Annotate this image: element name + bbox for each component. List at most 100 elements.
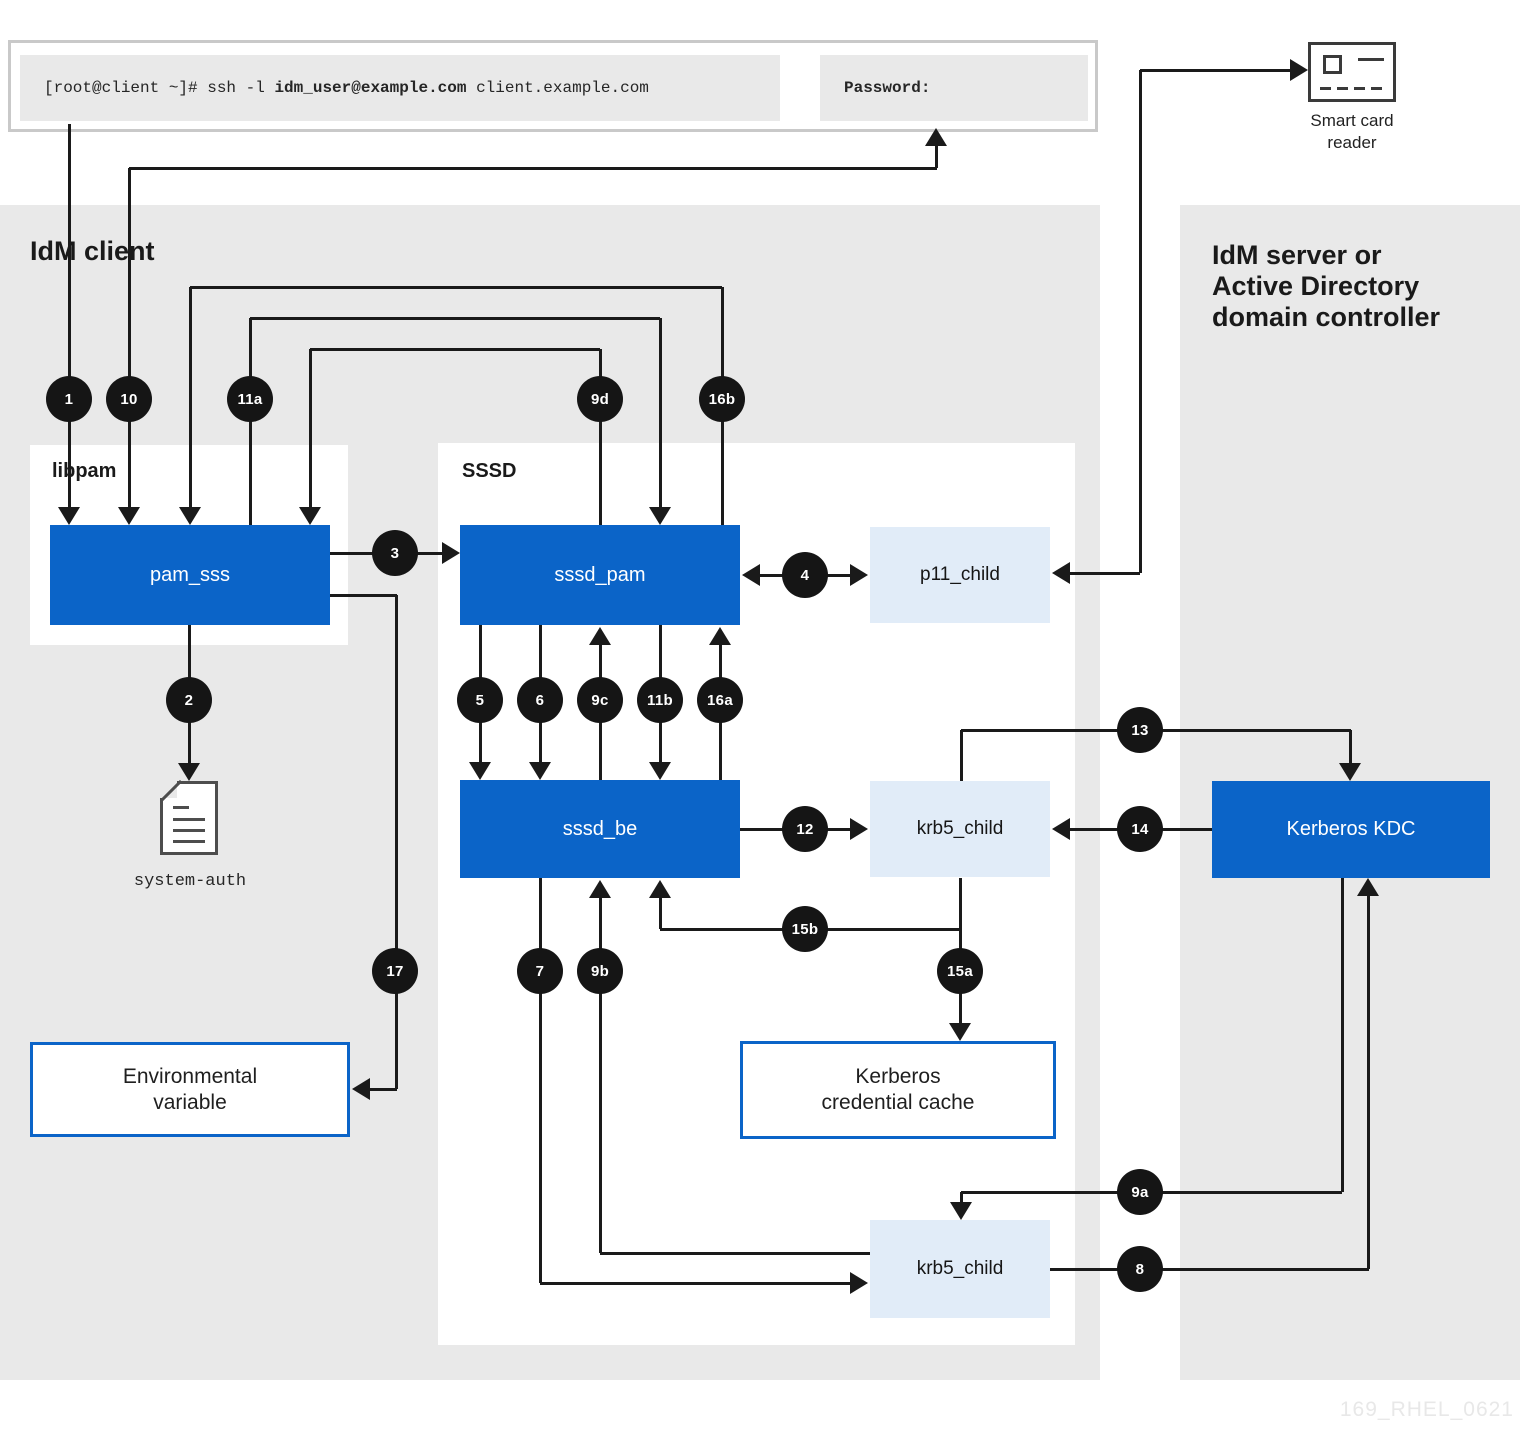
terminal-command: [root@client ~]# ssh -l idm_user@example…: [20, 79, 649, 97]
step-badge-14: 14: [1117, 806, 1163, 852]
arrowhead-icon: [709, 627, 731, 645]
connector-line: [1050, 1268, 1369, 1271]
step-badge-2: 2: [166, 677, 212, 723]
arrowhead-icon: [589, 880, 611, 898]
arrowhead-icon: [1339, 763, 1361, 781]
arrowhead-icon: [589, 627, 611, 645]
step-badge-9a: 9a: [1117, 1169, 1163, 1215]
arrowhead-icon: [1357, 878, 1379, 896]
connector-line: [330, 594, 397, 597]
step-badge-9b: 9b: [577, 948, 623, 994]
connector-line: [310, 348, 600, 351]
arrowhead-icon: [649, 507, 671, 525]
card-slot-icon: [1358, 58, 1384, 61]
doc-text-line: [173, 840, 205, 843]
connector-line: [250, 317, 660, 320]
node-environmental-variable: Environmental variable: [30, 1042, 350, 1137]
arrowhead-icon: [1052, 562, 1070, 584]
node-sssd-be: sssd_be: [460, 780, 740, 878]
connector-line: [600, 1252, 870, 1255]
arrowhead-icon: [649, 880, 671, 898]
node-p11-child: p11_child: [870, 527, 1050, 623]
connector-line: [190, 286, 722, 289]
step-badge-9d: 9d: [577, 376, 623, 422]
connector-line: [599, 898, 602, 1253]
idm-client-title: IdM client: [30, 236, 155, 266]
connector-line: [935, 146, 938, 168]
sssd-group-label: SSSD: [462, 460, 517, 482]
step-badge-16a: 16a: [697, 677, 743, 723]
arrowhead-icon: [925, 128, 947, 146]
connector-line: [1341, 878, 1344, 1192]
step-badge-3: 3: [372, 530, 418, 576]
arrowhead-icon: [742, 564, 760, 586]
arrowhead-icon: [118, 507, 140, 525]
arrowhead-icon: [649, 762, 671, 780]
password-label: Password:: [844, 79, 931, 97]
connector-line: [599, 349, 602, 525]
node-krb5-child-lower: krb5_child: [870, 1220, 1050, 1318]
connector-line: [1139, 70, 1142, 573]
card-chip-icon: [1323, 55, 1342, 74]
arrowhead-icon: [1290, 59, 1308, 81]
arrowhead-icon: [299, 507, 321, 525]
node-pam-sss: pam_sss: [50, 525, 330, 625]
system-auth-label: system-auth: [133, 872, 247, 891]
command-user: idm_user@example.com: [274, 79, 467, 97]
arrowhead-icon: [950, 1202, 972, 1220]
step-badge-1: 1: [46, 376, 92, 422]
terminal-command-box: [root@client ~]# ssh -l idm_user@example…: [20, 55, 780, 121]
card-dash-icon: [1320, 87, 1331, 90]
arrowhead-icon: [1052, 818, 1070, 840]
step-badge-13: 13: [1117, 707, 1163, 753]
doc-text-line: [173, 806, 189, 809]
step-badge-4: 4: [782, 552, 828, 598]
arrowhead-icon: [352, 1078, 370, 1100]
connector-line: [539, 878, 542, 1283]
arrowhead-icon: [850, 818, 868, 840]
arrowhead-icon: [529, 762, 551, 780]
arrowhead-icon: [58, 507, 80, 525]
step-badge-10: 10: [106, 376, 152, 422]
step-badge-9c: 9c: [577, 677, 623, 723]
connector-line: [189, 287, 192, 507]
step-badge-5: 5: [457, 677, 503, 723]
connector-line: [129, 167, 937, 170]
figure-id-watermark: 169_RHEL_0621: [1339, 1398, 1514, 1421]
connector-line: [128, 168, 131, 507]
step-badge-7: 7: [517, 948, 563, 994]
arrowhead-icon: [179, 507, 201, 525]
connector-line: [1367, 896, 1370, 1269]
doc-text-line: [173, 818, 205, 821]
command-suffix: client.example.com: [466, 79, 649, 97]
node-kerberos-credential-cache: Kerberos credential cache: [740, 1041, 1056, 1139]
connector-line: [309, 349, 312, 507]
step-badge-11a: 11a: [227, 376, 273, 422]
smart-card-reader-icon: [1308, 42, 1396, 102]
arrowhead-icon: [850, 564, 868, 586]
connector-line: [1068, 572, 1140, 575]
arrowhead-icon: [949, 1023, 971, 1041]
password-prompt-box[interactable]: Password:: [820, 55, 1088, 121]
arrowhead-icon: [178, 763, 200, 781]
connector-line: [68, 124, 71, 507]
card-dash-icon: [1371, 87, 1382, 90]
connector-line: [659, 898, 662, 929]
connector-line: [659, 318, 662, 507]
node-sssd-pam: sssd_pam: [460, 525, 740, 625]
system-auth-file-icon: [160, 779, 218, 855]
libpam-group-label: libpam: [52, 460, 117, 482]
node-krb5-child-upper: krb5_child: [870, 781, 1050, 877]
command-prefix: [root@client ~]# ssh -l: [44, 79, 275, 97]
step-badge-17: 17: [372, 948, 418, 994]
idm-server-title: IdM server or Active Directory domain co…: [1212, 240, 1441, 332]
step-badge-8: 8: [1117, 1246, 1163, 1292]
step-badge-15a: 15a: [937, 948, 983, 994]
arrowhead-icon: [469, 762, 491, 780]
step-badge-16b: 16b: [699, 376, 745, 422]
card-dash-icon: [1337, 87, 1348, 90]
connector-line: [370, 1088, 397, 1091]
step-badge-12: 12: [782, 806, 828, 852]
connector-line: [1349, 730, 1352, 763]
